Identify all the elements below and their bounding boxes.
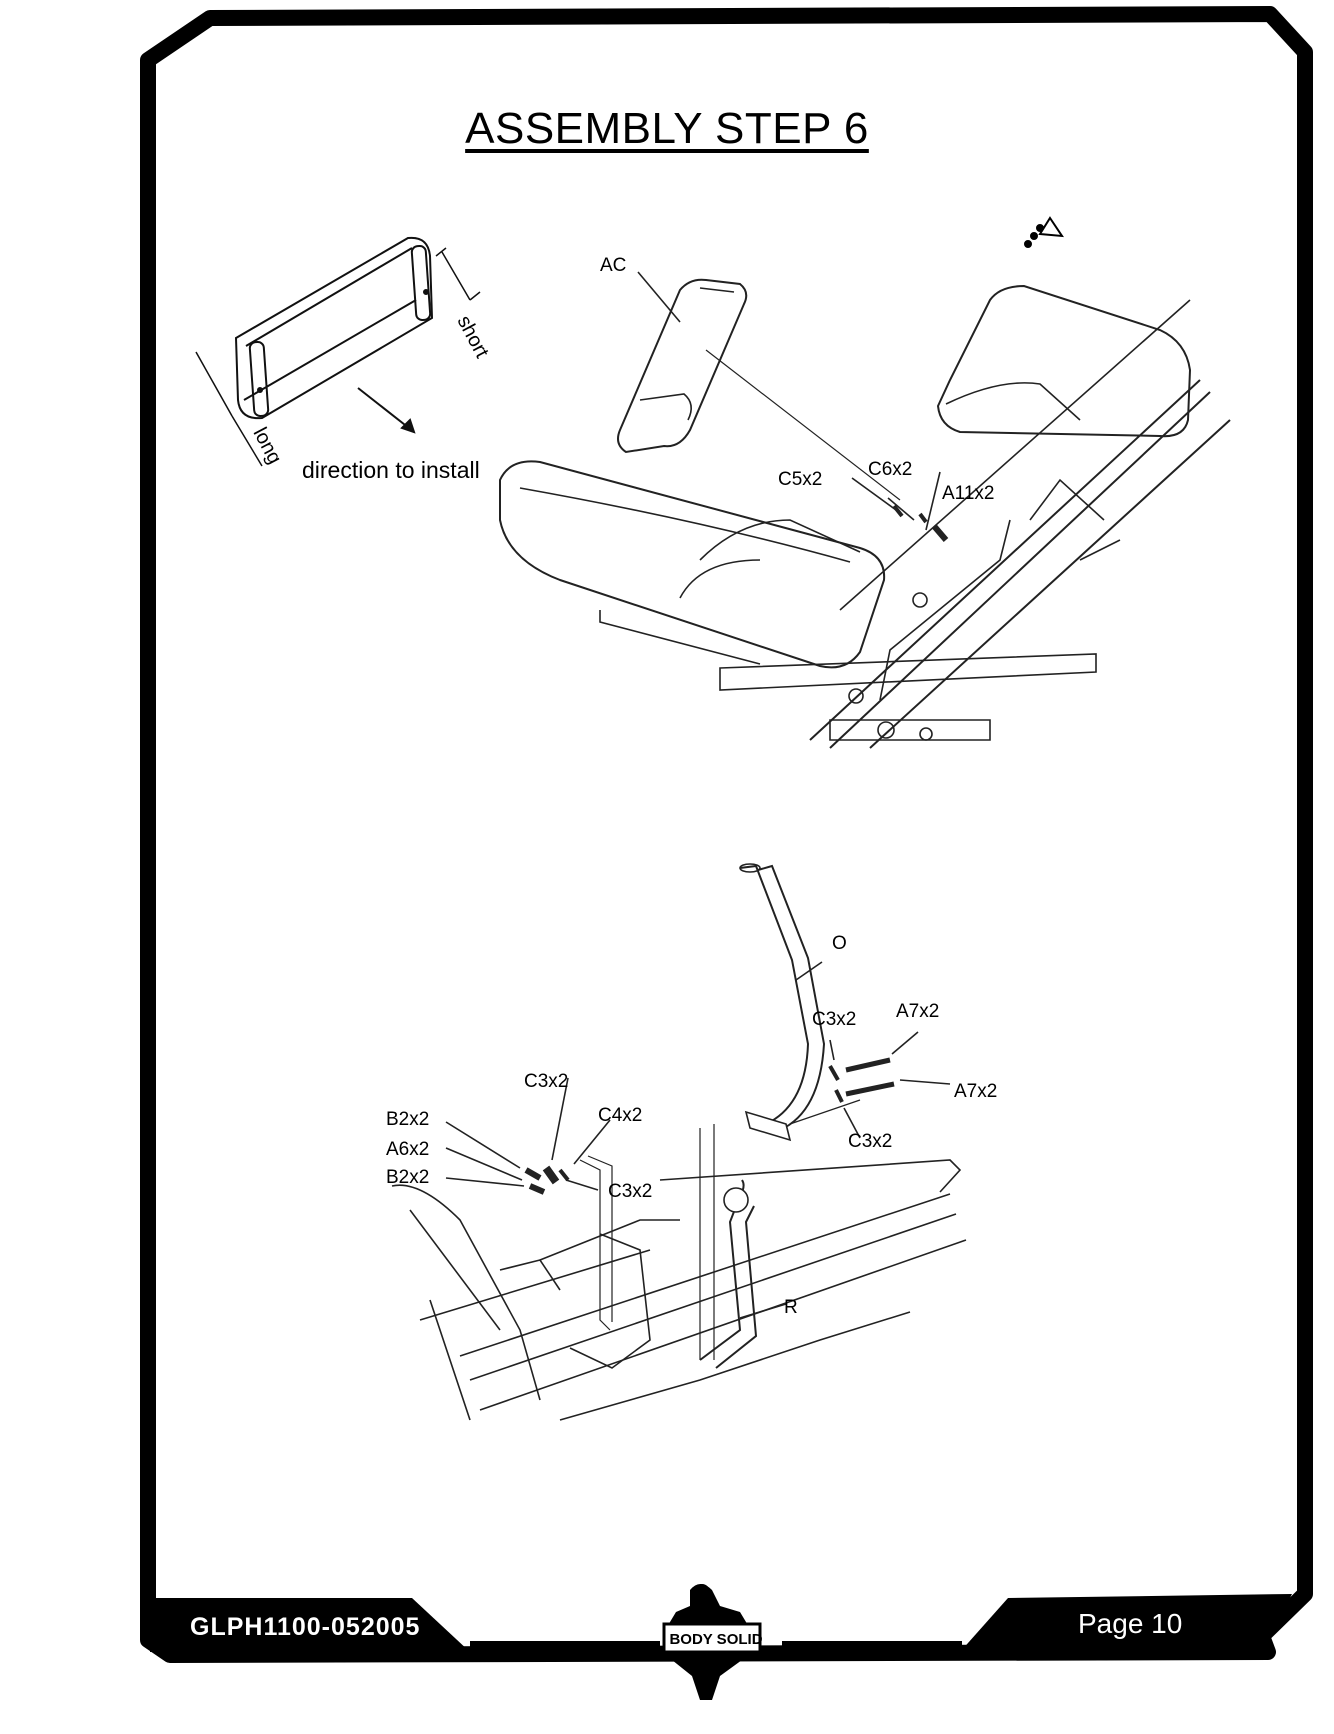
footer-rule-right [782, 1641, 962, 1649]
callout-r: R [784, 1298, 798, 1317]
callout-c3-left: C3x2 [608, 1182, 652, 1201]
callout-ac: AC [600, 256, 626, 275]
brand-logo-label: BODY SOLID [669, 1631, 762, 1648]
callout-o: O [832, 934, 847, 953]
callout-c5: C5x2 [778, 470, 822, 489]
page-title: ASSEMBLY STEP 6 [0, 104, 1334, 154]
callout-a7-top: A7x2 [896, 1002, 939, 1021]
callout-c4: C4x2 [598, 1106, 642, 1125]
callout-c3-bottom-right: C3x2 [848, 1132, 892, 1151]
brand-logo-text: BODY SOLID [668, 1580, 768, 1690]
tool-icon [1025, 218, 1062, 247]
pad-detail-drawing [196, 238, 480, 466]
callout-c6: C6x2 [868, 460, 912, 479]
callout-b2-bottom: B2x2 [386, 1168, 429, 1187]
callout-a11: A11x2 [942, 484, 994, 503]
callout-b2-top: B2x2 [386, 1110, 429, 1129]
callout-a7-right: A7x2 [954, 1082, 997, 1101]
page-number: Page 10 [1078, 1608, 1182, 1640]
footer-rule-left [470, 1641, 660, 1649]
callout-c3-top-left: C3x2 [524, 1072, 568, 1091]
direction-to-install-label: direction to install [302, 459, 480, 482]
callout-c3-top-right: C3x2 [812, 1010, 856, 1029]
seat-assembly-drawing [500, 272, 1230, 748]
frame-border [148, 14, 1305, 1655]
callout-a6: A6x2 [386, 1140, 429, 1159]
document-code: GLPH1100-052005 [190, 1613, 420, 1642]
